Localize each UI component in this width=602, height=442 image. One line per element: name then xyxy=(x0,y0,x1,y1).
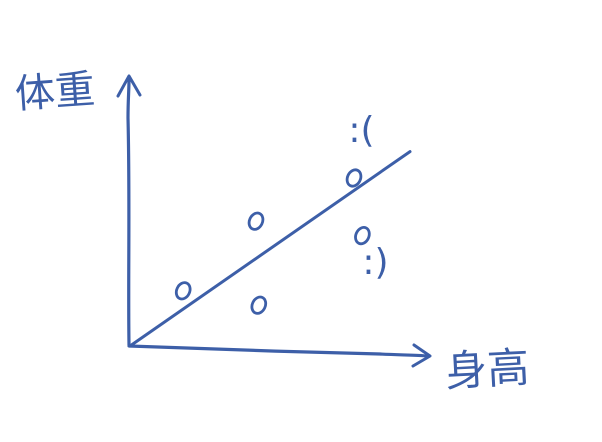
data-point xyxy=(250,295,268,315)
data-point xyxy=(174,281,192,301)
happy-face-annotation: :) xyxy=(362,242,388,283)
annotations: :(:) xyxy=(348,110,388,283)
x-axis xyxy=(127,343,432,368)
trend-line xyxy=(128,150,412,348)
data-point xyxy=(354,226,371,246)
x-axis-label: 身高 xyxy=(444,343,530,396)
sad-face-annotation: :( xyxy=(348,110,374,151)
data-point xyxy=(345,168,363,188)
data-point xyxy=(247,211,265,231)
y-axis xyxy=(116,74,142,347)
y-axis-label: 体重 xyxy=(13,67,96,118)
data-points xyxy=(174,168,371,315)
